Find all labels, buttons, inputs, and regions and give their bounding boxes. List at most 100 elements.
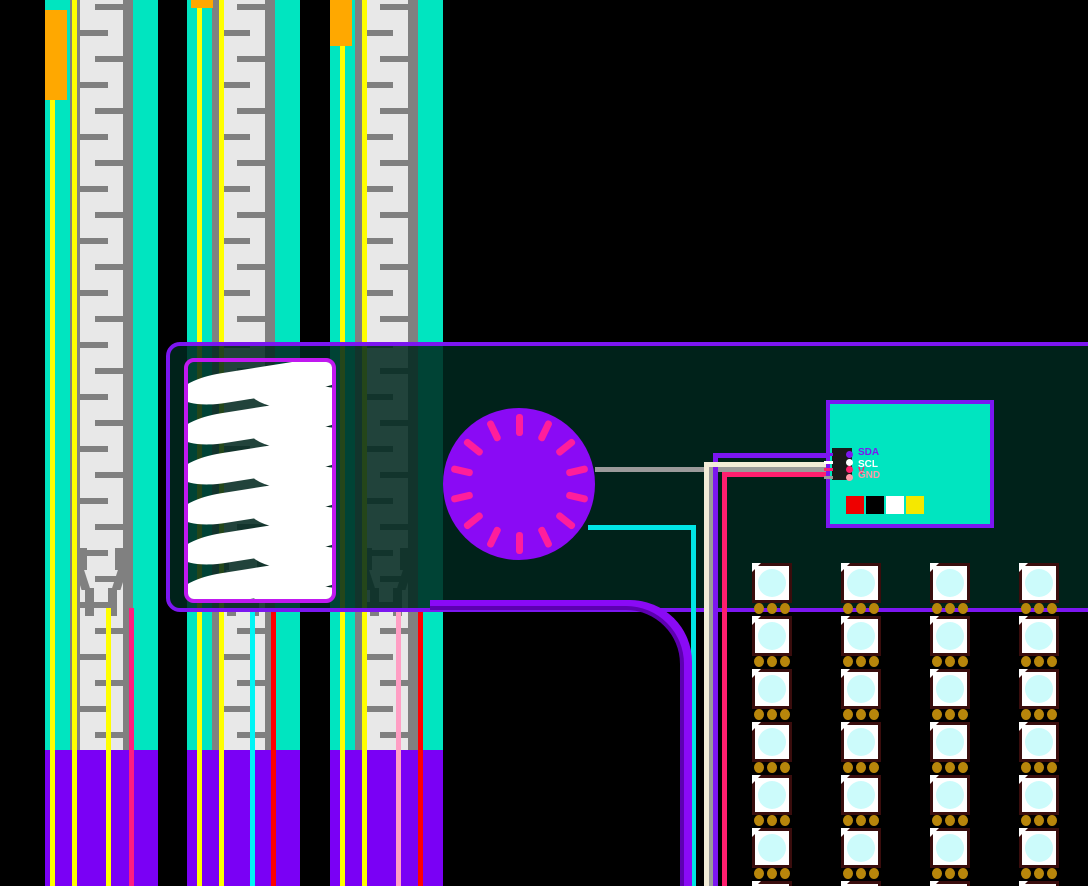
strip-fork-upper [78, 548, 87, 570]
neopixel-led[interactable] [752, 722, 792, 762]
neopixel-led[interactable] [841, 828, 881, 868]
neopixel-led[interactable] [752, 563, 792, 603]
neopixel-led[interactable] [930, 722, 970, 762]
led-pad [958, 603, 968, 614]
led-lens [1025, 728, 1053, 756]
strip-rung [70, 706, 108, 712]
wire-cyan-vertical [691, 525, 696, 886]
knob-tick [485, 419, 502, 443]
led-orientation-notch-icon [1019, 669, 1028, 678]
led-pad [869, 709, 879, 720]
neopixel-led[interactable] [752, 881, 792, 886]
flex-sensor-strip-1[interactable] [45, 0, 158, 750]
neopixel-led[interactable] [841, 563, 881, 603]
led-pad [1021, 603, 1031, 614]
led-pad [958, 762, 968, 773]
strip-rung [380, 108, 418, 114]
neopixel-led[interactable] [1019, 722, 1059, 762]
led-solder-pads [1019, 762, 1059, 774]
swatch-white[interactable] [886, 496, 904, 514]
strip-rung [212, 134, 250, 140]
led-lens [758, 675, 786, 703]
led-orientation-notch-icon [752, 616, 761, 625]
module-pin-pad-v[interactable] [846, 466, 853, 474]
led-orientation-notch-icon [930, 669, 939, 678]
strip-rung [380, 160, 418, 166]
neopixel-led[interactable] [930, 828, 970, 868]
neopixel-led[interactable] [930, 669, 970, 709]
strip-rung [70, 654, 108, 660]
strip-rung [212, 82, 250, 88]
led-lens [847, 834, 875, 862]
led-orientation-notch-icon [841, 828, 850, 837]
neopixel-led[interactable] [752, 616, 792, 656]
module-pin-label-scl: SCL [858, 459, 878, 470]
neopixel-led[interactable] [752, 669, 792, 709]
neopixel-led[interactable] [1019, 616, 1059, 656]
strip-rung [237, 108, 275, 114]
neopixel-led[interactable] [841, 775, 881, 815]
neopixel-led[interactable] [841, 616, 881, 656]
strip-fork-upper [115, 548, 124, 570]
led-orientation-notch-icon [841, 722, 850, 731]
neopixel-led[interactable] [1019, 563, 1059, 603]
neopixel-led[interactable] [1019, 881, 1059, 886]
led-pad [1021, 762, 1031, 773]
neopixel-led[interactable] [752, 828, 792, 868]
knob-tick [515, 532, 523, 554]
module-pin-pad-sda[interactable] [846, 451, 853, 458]
strip-rung [70, 498, 108, 504]
led-lens [758, 622, 786, 650]
neopixel-led[interactable] [1019, 828, 1059, 868]
led-pad [1034, 603, 1044, 614]
led-pad [932, 815, 942, 826]
led-pad [780, 868, 790, 879]
led-orientation-notch-icon [841, 775, 850, 784]
strip-rung [70, 134, 108, 140]
neopixel-led[interactable] [930, 563, 970, 603]
led-lens [936, 569, 964, 597]
module-pin-pad-gnd[interactable] [846, 473, 853, 481]
strip-orange-tab-1 [45, 10, 67, 100]
knob-tick [485, 525, 502, 549]
swatch-black[interactable] [866, 496, 884, 514]
neopixel-led[interactable] [1019, 669, 1059, 709]
strip-trace-right [123, 0, 133, 750]
swatch-red[interactable] [846, 496, 864, 514]
knob-tick [536, 525, 553, 549]
led-solder-pads [930, 815, 970, 827]
neopixel-led[interactable] [930, 881, 970, 886]
led-lens [936, 622, 964, 650]
strip-bottom-region-1 [45, 740, 158, 886]
neopixel-led[interactable] [930, 775, 970, 815]
strip-rung [70, 238, 108, 244]
led-orientation-notch-icon [930, 722, 939, 731]
strip-rung [380, 316, 418, 322]
led-pad [767, 709, 777, 720]
module-pin-pad-scl[interactable] [846, 458, 853, 466]
rotary-knob[interactable] [443, 408, 595, 560]
strip-rung [95, 472, 133, 478]
neopixel-led[interactable] [841, 722, 881, 762]
led-pad [843, 815, 853, 826]
strip-substrate [70, 0, 133, 750]
knob-tick [565, 465, 589, 477]
led-orientation-notch-icon [752, 828, 761, 837]
led-solder-pads [841, 603, 881, 615]
led-pad [958, 815, 968, 826]
neopixel-led[interactable] [841, 881, 881, 886]
swatch-yellow[interactable] [906, 496, 924, 514]
led-solder-pads [841, 656, 881, 668]
led-pad [1034, 868, 1044, 879]
neopixel-led[interactable] [1019, 775, 1059, 815]
led-orientation-notch-icon [1019, 775, 1028, 784]
led-solder-pads [752, 709, 792, 721]
neopixel-led[interactable] [930, 616, 970, 656]
led-pad [1021, 815, 1031, 826]
neopixel-led[interactable] [841, 669, 881, 709]
strip-rung [70, 394, 108, 400]
knob-tick [462, 511, 484, 531]
strip-rung [95, 56, 133, 62]
strip-yellow-trace-1 [50, 100, 55, 886]
neopixel-led[interactable] [752, 775, 792, 815]
